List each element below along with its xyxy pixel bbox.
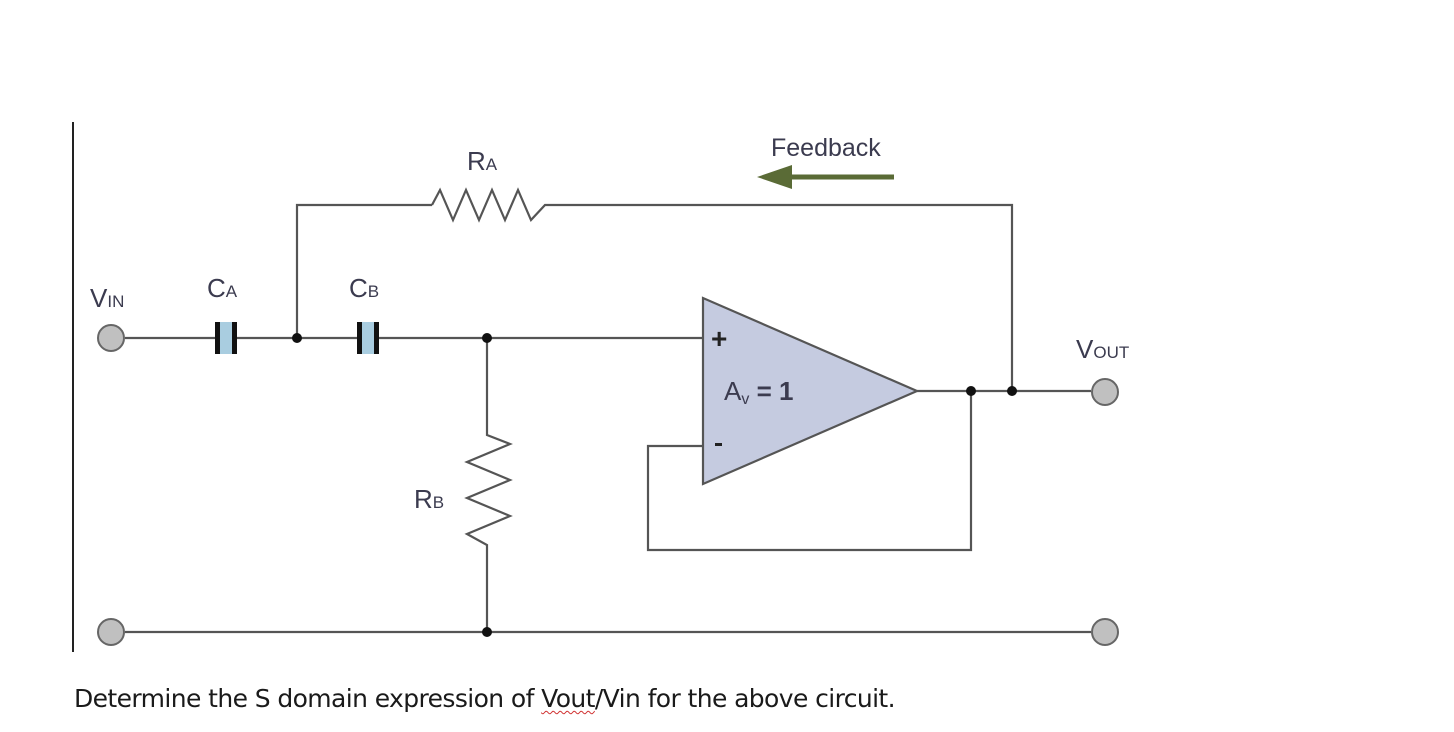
resistor-ra-and-feedback [431,187,1014,391]
question-prefix: Determine the S domain expression of [74,684,542,713]
opamp-plus-sign: + [711,323,727,354]
label-ca: CA [207,273,238,303]
capacitor-ca [215,322,237,354]
capacitor-cb [357,322,379,354]
terminals [97,324,1119,646]
question-text: Determine the S domain expression of Vou… [74,684,896,713]
terminal-gnd-left [97,618,125,646]
question-suffix: /Vin for the above circuit. [594,684,896,713]
label-cb: CB [349,273,379,303]
feedback-arrow-icon [757,165,894,189]
junction-out2 [1007,386,1017,396]
junctions [292,333,1017,637]
label-ra: RA [467,146,498,176]
terminal-vout [1091,378,1119,406]
opamp [701,296,920,486]
label-rb: RB [414,484,444,514]
wire-unity-feedback [646,391,973,552]
wires [125,187,1091,634]
label-vin: VIN [90,283,124,313]
spellcheck-flagged-word: Vout [541,684,595,713]
junction-ground [482,627,492,637]
junction-node2 [482,333,492,343]
terminal-vin [97,324,125,352]
label-feedback: Feedback [771,134,881,162]
resistor-rb [464,338,513,632]
opamp-gain-label: Av = 1 [724,376,793,408]
terminal-gnd-right [1091,618,1119,646]
junction-out1 [966,386,976,396]
opamp-minus-sign [715,443,722,446]
label-vout: VOUT [1076,334,1129,364]
wire-node1-ra [295,203,432,338]
junction-node1 [292,333,302,343]
